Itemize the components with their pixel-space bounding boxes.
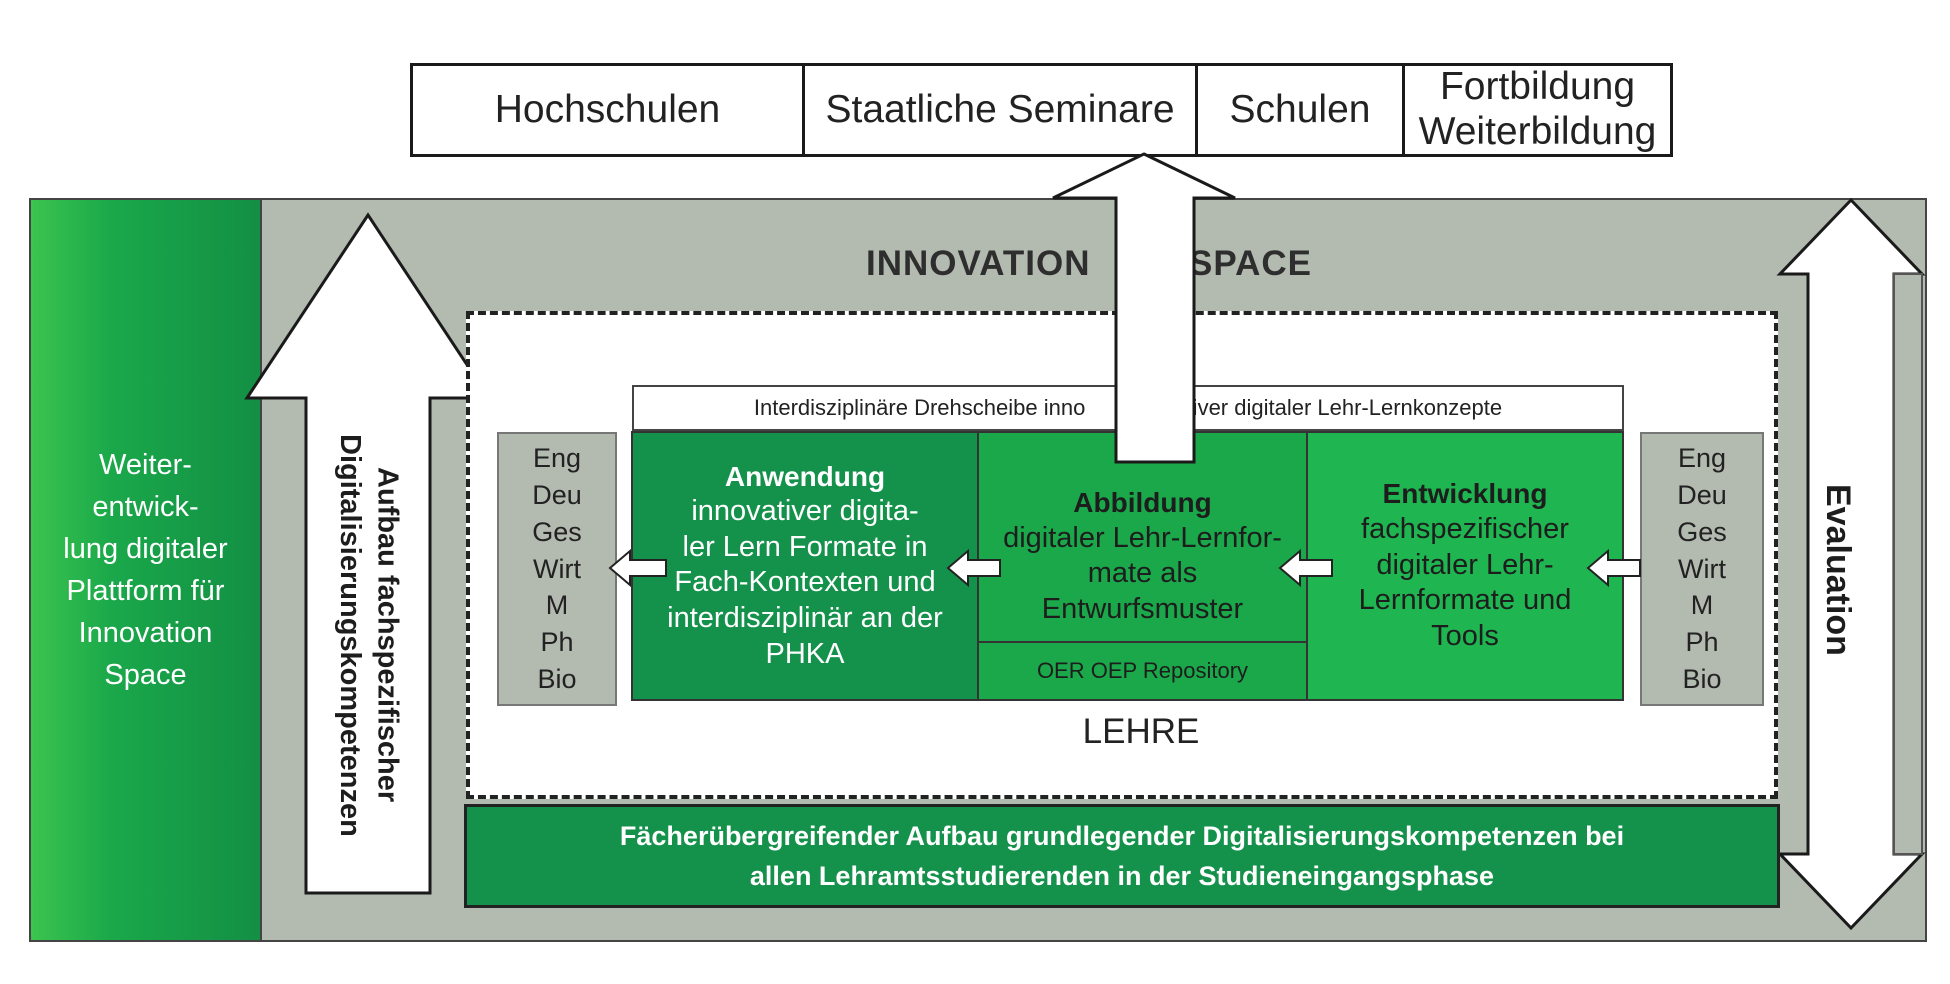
abbildung-line: digitaler Lehr-Lernfor-	[1003, 521, 1282, 554]
subject-item: M	[1690, 590, 1714, 621]
abbildung-title: Abbildung	[1073, 487, 1212, 519]
banner-right: vativer digitaler Lehr-Lernkonzepte	[1163, 395, 1503, 420]
platform-line: entwick-	[92, 490, 199, 523]
subject-item: Deu	[1677, 480, 1727, 511]
anwendung-line: Fach-Kontexten und	[674, 566, 936, 599]
faecheruebergreifend-bar: Fächerübergreifender Aufbau grundlegende…	[464, 804, 1780, 908]
bottom-line2: allen Lehramtsstudierenden in der Studie…	[749, 861, 1495, 891]
oer-repository-box: OER OEP Repository	[977, 641, 1308, 701]
entwicklung-line: Tools	[1431, 619, 1499, 652]
subjects-right: Eng Deu Ges Wirt M Ph Bio	[1640, 432, 1764, 706]
anwendung-title: Anwendung	[724, 460, 886, 492]
entwicklung-line: Lernformate und	[1358, 584, 1572, 617]
anwendung-line: PHKA	[765, 637, 845, 670]
anwendung-line: ler Lern Formate in	[682, 530, 928, 563]
subject-item: M	[545, 590, 569, 621]
subject-item: Bio	[537, 663, 577, 694]
subject-item: Wirt	[1678, 553, 1726, 584]
left-arrow-text: Aufbau fachspezifischer Digitalisierungs…	[313, 400, 423, 870]
subject-item: Eng	[1677, 443, 1727, 474]
subject-item: Ph	[540, 627, 574, 658]
schulen-label: Schulen	[1229, 87, 1371, 131]
subject-item: Bio	[1682, 663, 1722, 694]
abbildung-line: Entwurfsmuster	[1041, 593, 1244, 626]
platform-line: lung digitaler	[63, 532, 228, 565]
box-staatliche-seminare: Staatliche Seminare	[802, 63, 1198, 157]
subject-item: Eng	[532, 443, 582, 474]
evaluation-label: Evaluation	[1819, 484, 1858, 656]
banner-left: Interdisziplinäre Drehscheibe inno	[753, 395, 1086, 420]
subject-item: Wirt	[533, 553, 581, 584]
platform-line: Plattform für	[66, 575, 225, 607]
hochschulen-label: Hochschulen	[494, 87, 721, 131]
subject-item: Deu	[532, 480, 582, 511]
arrow-left-icon	[946, 548, 1001, 588]
title-innovation: INNOVATION	[866, 243, 1091, 283]
innovation-space-title: INNOVATION SPACE	[866, 236, 1312, 291]
platform-line: Weiter-	[99, 448, 192, 481]
arrow-left-icon	[1586, 548, 1641, 588]
arrow-left-icon	[1278, 548, 1333, 588]
evaluation-label-wrap: Evaluation	[1808, 430, 1868, 710]
left-arrow-line2: Digitalisierungskompetenzen	[334, 433, 366, 837]
anwendung-line: interdisziplinär an der	[667, 602, 943, 635]
subject-item: Ges	[1677, 516, 1727, 547]
double-arrow-icon	[1776, 197, 1926, 931]
subjects-left: Eng Deu Ges Wirt M Ph Bio	[497, 432, 617, 706]
seminare-label: Staatliche Seminare	[825, 87, 1175, 131]
arrow-left-icon	[608, 548, 667, 588]
box-schulen: Schulen	[1195, 63, 1405, 157]
entwicklung-line: digitaler Lehr-	[1376, 548, 1554, 581]
platform-line: Innovation	[78, 617, 213, 650]
lehre-text: LEHRE	[1082, 712, 1200, 751]
box-fortbildung: Fortbildung Weiterbildung	[1402, 63, 1673, 157]
left-arrow-line1: Aufbau fachspezifischer	[371, 467, 404, 803]
oer-repository-label: OER OEP Repository	[1036, 658, 1249, 683]
entwicklung-line: fachspezifischer	[1361, 512, 1569, 545]
platform-line: Space	[104, 659, 187, 692]
bottom-line1: Fächerübergreifender Aufbau grundlegende…	[619, 820, 1625, 851]
subject-item: Ph	[1685, 627, 1719, 658]
title-space: SPACE	[1189, 243, 1312, 283]
up-arrow-icon	[1052, 152, 1236, 464]
box-hochschulen: Hochschulen	[410, 63, 805, 157]
abbildung-line: mate als	[1087, 557, 1198, 590]
entwicklung-box: Entwicklung fachspezifischer digitaler L…	[1306, 431, 1624, 701]
anwendung-box: Anwendung innovativer digita- ler Lern F…	[631, 431, 979, 701]
fortbildung-label: Fortbildung	[1439, 65, 1636, 109]
subject-item: Ges	[532, 516, 582, 547]
lehre-label: LEHRE	[1041, 707, 1241, 757]
weiterbildung-label: Weiterbildung	[1418, 110, 1657, 153]
entwicklung-title: Entwicklung	[1382, 478, 1548, 510]
anwendung-line: innovativer digita-	[691, 495, 919, 528]
platform-panel: Weiter- entwick- lung digitaler Plattfor…	[29, 198, 262, 942]
